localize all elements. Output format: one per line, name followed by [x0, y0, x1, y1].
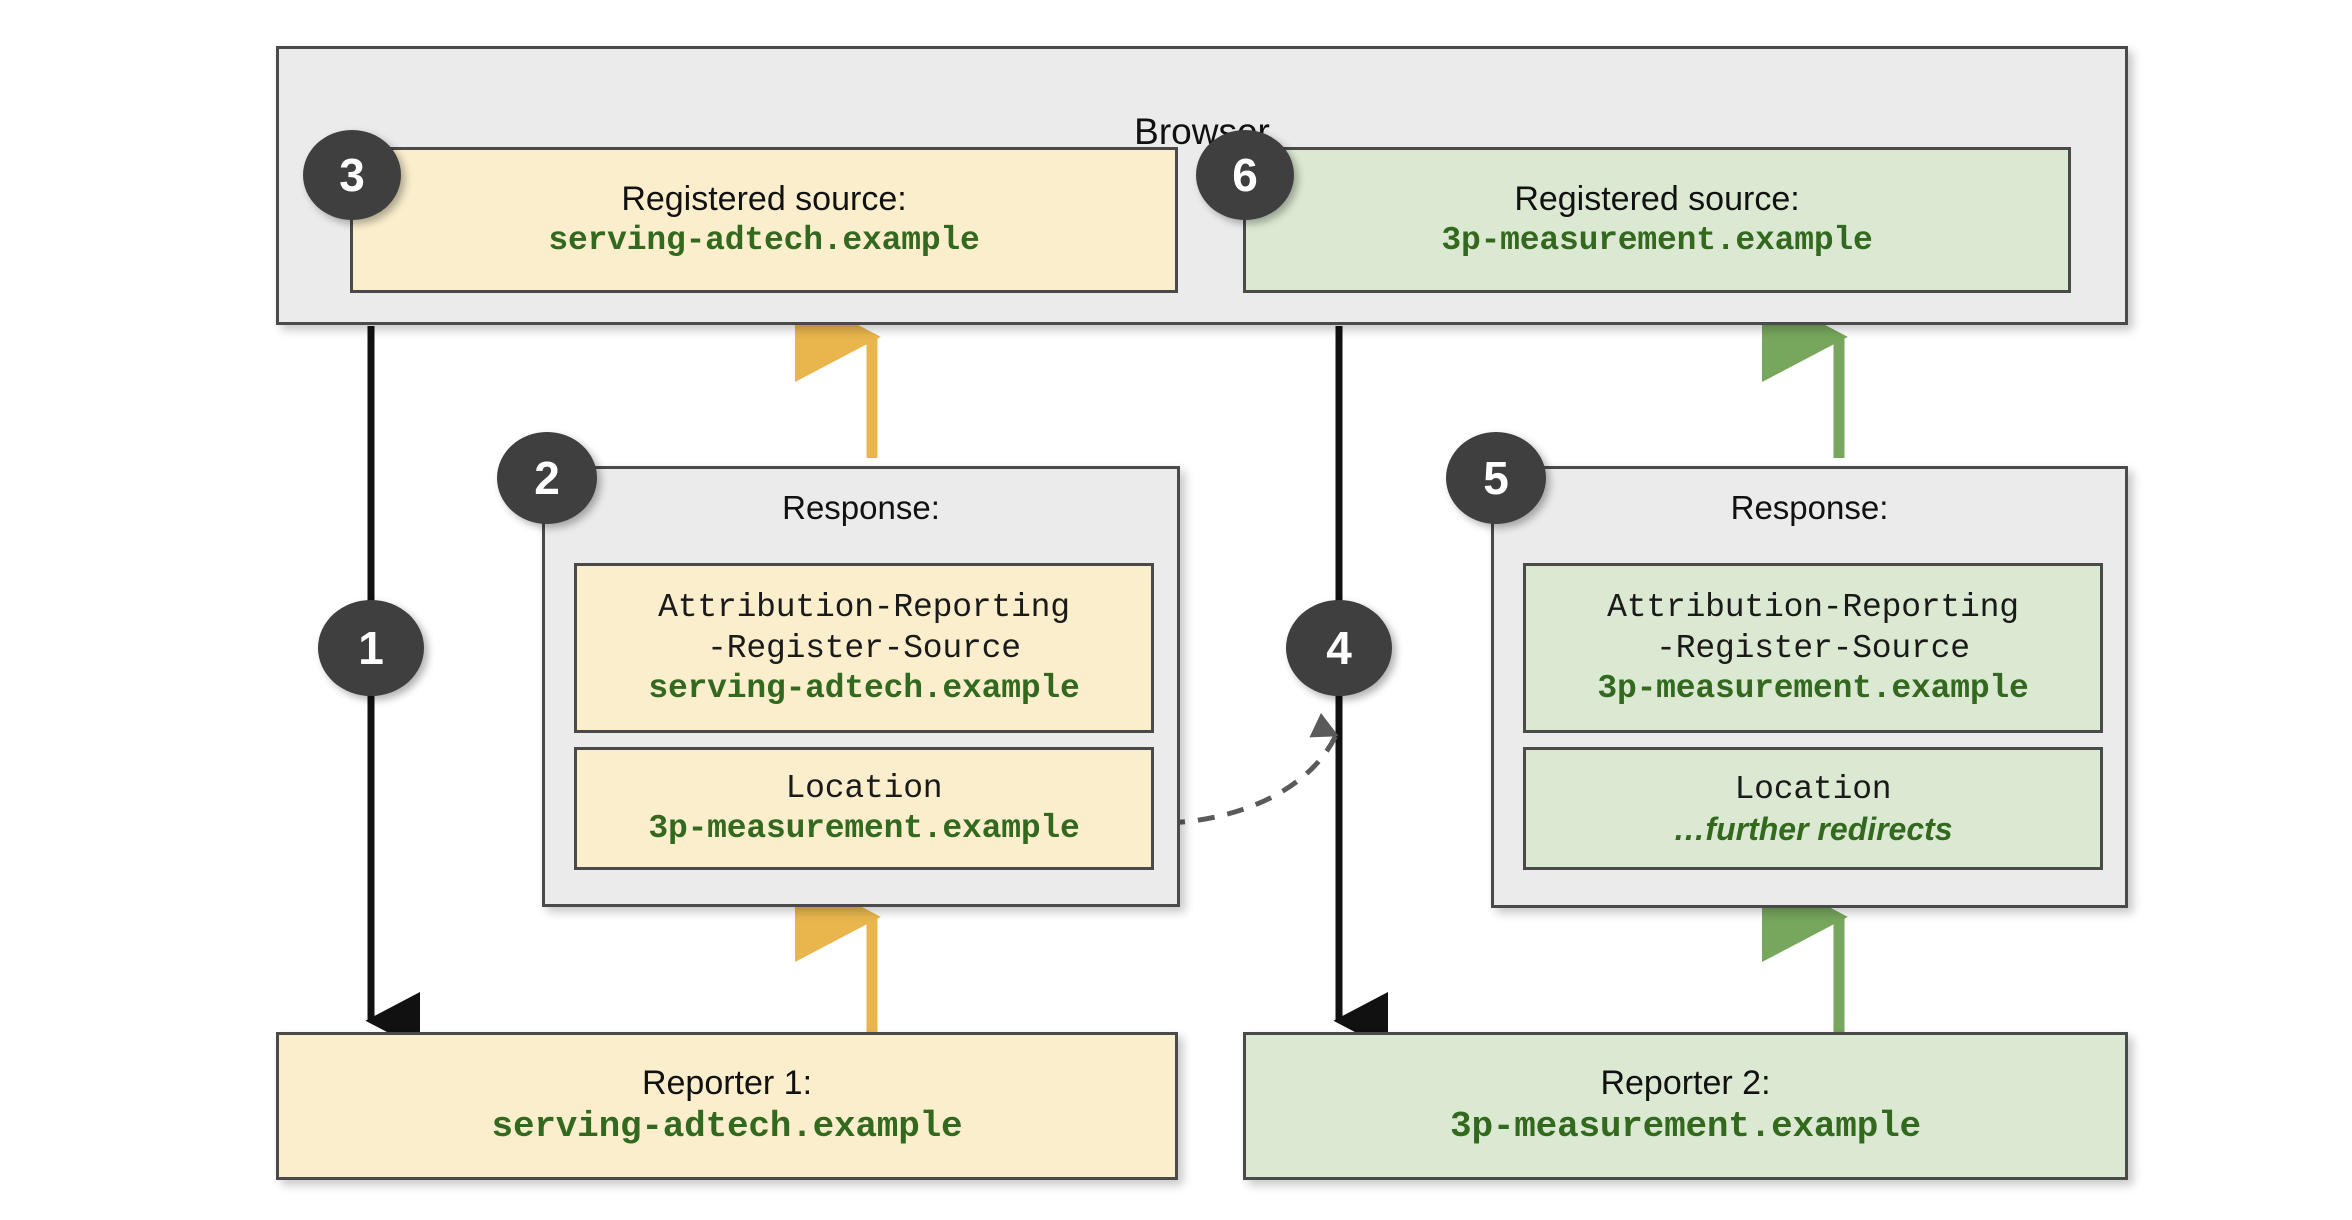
- header-value: serving-adtech.example: [648, 670, 1080, 708]
- registered-source-value-2: 3p-measurement.example: [1441, 221, 1873, 259]
- header-name-line1: Location: [1734, 771, 1892, 809]
- registered-source-box-2: Registered source: 3p-measurement.exampl…: [1243, 147, 2071, 293]
- response-container-2: Response: Attribution-Reporting -Registe…: [1491, 466, 2128, 908]
- reporter-heading-1: Reporter 1:: [641, 1064, 813, 1103]
- header-value: …further redirects: [1673, 810, 1953, 847]
- response-header-1-1: Attribution-Reporting -Register-Source s…: [574, 563, 1154, 733]
- header-name-line2: -Register-Source: [1656, 629, 1970, 667]
- step-badge-6: 6: [1196, 130, 1294, 220]
- header-value: 3p-measurement.example: [648, 810, 1080, 847]
- reporter-box-2: Reporter 2: 3p-measurement.example: [1243, 1032, 2128, 1180]
- reporter-box-1: Reporter 1: serving-adtech.example: [276, 1032, 1178, 1180]
- reporter-heading-2: Reporter 2:: [1600, 1064, 1771, 1103]
- header-name-line2: -Register-Source: [707, 629, 1021, 667]
- registered-source-heading-1: Registered source:: [621, 180, 907, 219]
- response-header-1-2: Location 3p-measurement.example: [574, 747, 1154, 870]
- step-badge-label: 5: [1483, 452, 1509, 504]
- step-badge-5: 5: [1446, 432, 1546, 524]
- registered-source-box-1: Registered source: serving-adtech.exampl…: [350, 147, 1178, 293]
- reporter-value-2: 3p-measurement.example: [1450, 1105, 1921, 1147]
- header-name-line1: Location: [785, 769, 943, 807]
- step-badge-1: 1: [318, 600, 424, 696]
- step-badge-label: 6: [1232, 149, 1258, 201]
- response-heading-2: Response:: [1730, 489, 1889, 526]
- step-badge-label: 4: [1326, 622, 1352, 674]
- response-header-2-1: Attribution-Reporting -Register-Source 3…: [1523, 563, 2103, 733]
- response-header-2-2: Location …further redirects: [1523, 747, 2103, 870]
- step-badge-label: 1: [358, 622, 384, 674]
- response-container-1: Response: Attribution-Reporting -Registe…: [542, 466, 1180, 907]
- redirect-connector: [1167, 712, 1339, 826]
- step-badge-label: 2: [534, 452, 560, 504]
- header-value: 3p-measurement.example: [1597, 670, 2029, 708]
- registered-source-value-1: serving-adtech.example: [548, 221, 980, 259]
- step-badge-label: 3: [339, 149, 365, 201]
- step-badge-2: 2: [497, 432, 597, 524]
- response-heading-1: Response:: [782, 489, 940, 526]
- step-badge-4: 4: [1286, 600, 1392, 696]
- step-badge-3: 3: [303, 130, 401, 220]
- header-name-line1: Attribution-Reporting: [1607, 588, 2019, 626]
- header-name-line1: Attribution-Reporting: [658, 588, 1070, 626]
- registered-source-heading-2: Registered source:: [1514, 180, 1800, 219]
- reporter-value-1: serving-adtech.example: [491, 1105, 963, 1147]
